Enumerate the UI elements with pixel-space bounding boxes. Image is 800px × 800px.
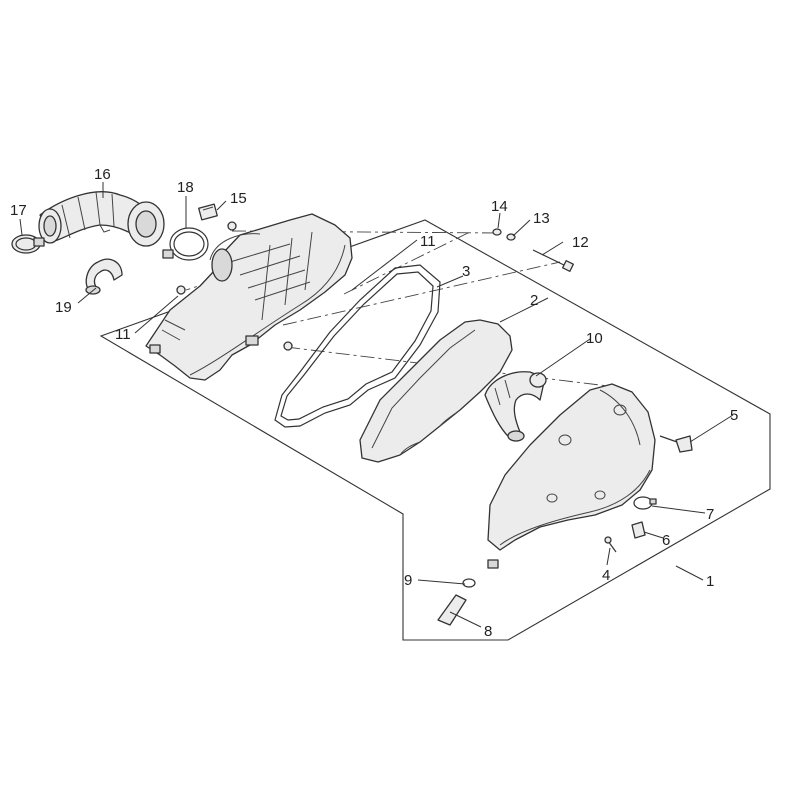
callout-8: 8 xyxy=(484,623,492,640)
callout-10: 10 xyxy=(586,330,603,347)
callout-5: 5 xyxy=(730,407,738,424)
callout-11a: 11 xyxy=(420,233,436,250)
drain-tube-part xyxy=(437,594,467,626)
callout-19: 19 xyxy=(55,299,72,316)
intake-tube-part xyxy=(484,371,547,442)
small-clamp-part xyxy=(633,496,657,510)
callout-18: 18 xyxy=(177,179,194,196)
clamp-band-part xyxy=(162,227,209,261)
filter-element-part xyxy=(359,319,513,463)
small-screw-part xyxy=(604,536,617,553)
washer-small-part xyxy=(492,228,502,236)
callout-6: 6 xyxy=(662,532,670,549)
callout-13: 13 xyxy=(533,210,550,227)
drain-plug-part xyxy=(631,521,646,539)
fastener-parts xyxy=(176,221,293,351)
air-box-cover-part xyxy=(487,383,656,569)
clip-part xyxy=(198,203,218,221)
cover-screw-part xyxy=(659,435,693,453)
air-box-housing-part xyxy=(145,213,353,381)
callout-4: 4 xyxy=(602,567,610,584)
callout-17: 17 xyxy=(10,202,27,219)
assembly-frame xyxy=(99,219,771,641)
callout-14: 14 xyxy=(491,198,508,215)
callout-3: 3 xyxy=(462,263,470,280)
hose-clamp-part xyxy=(11,234,45,254)
callout-15: 15 xyxy=(230,190,247,207)
long-bolt-part xyxy=(532,249,574,272)
callout-7: 7 xyxy=(706,506,714,523)
gasket-part xyxy=(274,264,441,428)
callout-9: 9 xyxy=(404,572,412,589)
leader-lines xyxy=(19,182,734,628)
drain-clamp-part xyxy=(462,578,476,588)
callout-1: 1 xyxy=(706,573,714,590)
callout-12: 12 xyxy=(572,234,589,251)
callout-2: 2 xyxy=(530,292,538,309)
callout-11b: 11 xyxy=(115,326,131,343)
callout-16: 16 xyxy=(94,166,111,183)
callout-labels: 1 2 3 4 5 6 7 8 9 10 11 11 12 13 14 15 1… xyxy=(10,166,738,640)
intake-duct-part xyxy=(38,191,165,247)
elbow-hose-part xyxy=(85,258,123,295)
